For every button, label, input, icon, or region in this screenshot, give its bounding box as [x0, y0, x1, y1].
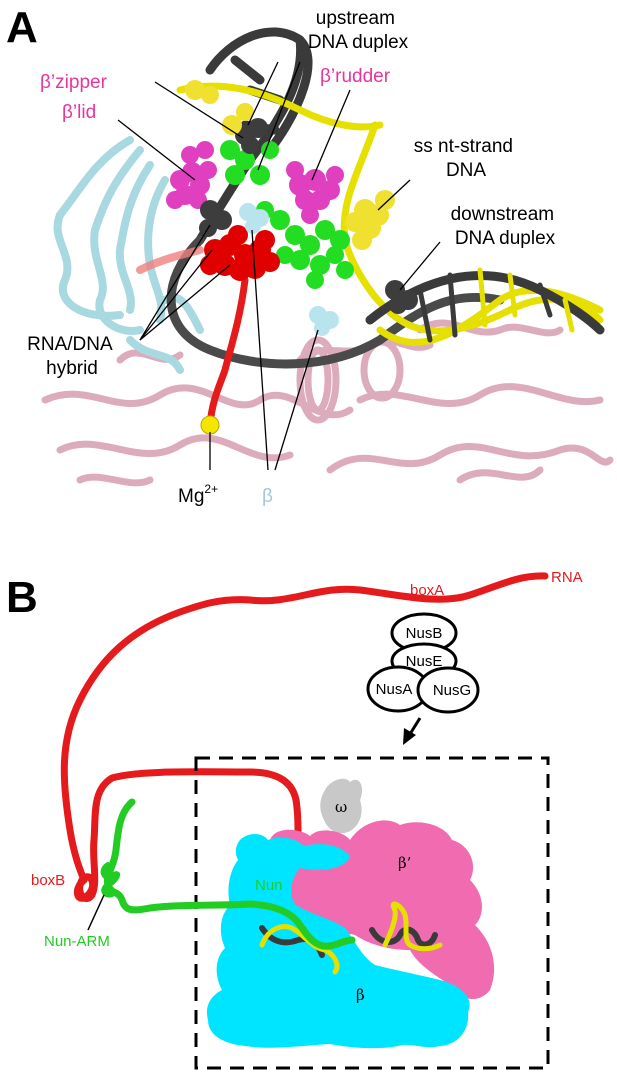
beta-prime-zipper-lid-spheres	[166, 141, 217, 209]
label-upstream-line1: upstream	[316, 8, 395, 29]
panel-b: B NusB NusE NusA NusG	[6, 569, 583, 1070]
panel-b-letter: B	[6, 573, 38, 622]
omega-subunit	[320, 778, 363, 834]
label-upstream-line2: DNA duplex	[308, 32, 409, 53]
leader-lines	[117, 61, 441, 471]
beta-prime-rudder-spheres	[286, 161, 344, 224]
rna-long-strand	[60, 572, 549, 884]
nun-arm-helix	[100, 862, 121, 898]
panel-a-letter: A	[6, 3, 38, 52]
nun-protein	[103, 798, 356, 950]
label-mg: Mg2+	[178, 482, 218, 507]
label-beta-a: β	[262, 486, 273, 507]
label-upstream-duplex: upstream DNA duplex	[308, 8, 409, 53]
nus-factor-complex: NusB NusE NusA NusG	[366, 612, 480, 714]
label-nusb: NusB	[406, 625, 443, 642]
red-hybrid-spheres	[200, 225, 280, 281]
label-nusg: NusG	[433, 682, 471, 699]
label-boxa: boxA	[410, 582, 444, 599]
rna-strand	[206, 276, 249, 429]
label-hybrid-line2: hybrid	[46, 358, 98, 379]
label-beta-b: β	[356, 986, 365, 1004]
label-omega: ω	[335, 798, 347, 816]
panel-a: A upstream DNA duplex β’zipper β’lid β’r…	[6, 3, 617, 507]
label-beta-prime: β’	[398, 854, 411, 872]
label-downstream-line2: DNA duplex	[455, 228, 556, 249]
label-downstream-duplex: downstream DNA duplex	[451, 204, 560, 249]
label-beta-prime-zipper: β’zipper	[40, 72, 108, 93]
nusg-ellipse	[416, 666, 480, 714]
label-ss-nt-line2: DNA	[446, 160, 486, 181]
label-beta-prime-rudder: β’rudder	[320, 66, 391, 87]
yellow-nt-spheres	[185, 80, 395, 250]
pink-protein-ribbons	[41, 319, 614, 487]
arrow	[403, 717, 422, 745]
rna-strand-upper	[136, 246, 204, 274]
label-boxb: boxB	[31, 872, 65, 889]
label-nun-arm: Nun-ARM	[44, 933, 110, 950]
label-ss-nt-line1: ss nt-strand	[414, 136, 513, 157]
label-nusa: NusA	[376, 681, 413, 698]
light-blue-beta-spheres	[239, 203, 339, 336]
label-mg-superscript: 2+	[204, 482, 218, 496]
label-rna-dna-hybrid: RNA/DNA hybrid	[27, 334, 117, 379]
nun-arm-leader	[87, 894, 105, 931]
label-nun: Nun	[255, 877, 283, 894]
dark-grey-spheres	[199, 118, 418, 314]
rnap-dashed-box	[194, 756, 550, 1070]
mg-ion-sphere	[200, 415, 220, 435]
label-beta-prime-lid: β’lid	[62, 102, 96, 123]
label-downstream-line1: downstream	[451, 204, 555, 225]
green-spheres	[220, 140, 354, 289]
label-ss-nt-strand: ss nt-strand DNA	[414, 136, 519, 181]
label-rna: RNA	[551, 569, 583, 586]
label-hybrid-line1: RNA/DNA	[27, 334, 113, 355]
label-nuse: NusE	[406, 653, 443, 670]
rna-boxb-stem	[73, 768, 302, 902]
label-mg-text: Mg	[178, 486, 204, 507]
template-strand-loop	[166, 235, 505, 369]
yellow-nt-strand	[176, 82, 604, 346]
